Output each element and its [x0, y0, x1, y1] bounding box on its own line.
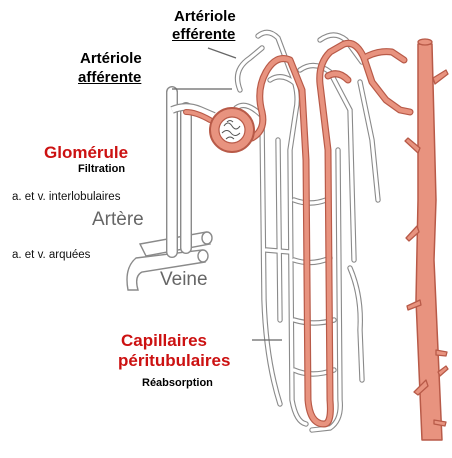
- arcuate-label: a. et v. arquées: [12, 249, 91, 261]
- glomerule-label: Glomérule: [44, 143, 129, 162]
- capillaires-label-line1: Capillaires: [121, 331, 207, 350]
- reabsorption-label: Réabsorption: [142, 377, 213, 389]
- capillaires-label-line2: péritubulaires: [118, 351, 231, 370]
- efferent-label-line1: Artériole: [174, 8, 236, 25]
- afferent-label-line1: Artériole: [80, 50, 142, 67]
- veine-label: Veine: [160, 269, 208, 290]
- afferent-arteriole: [183, 109, 213, 123]
- leader-lines: [172, 47, 282, 341]
- afferent-label-line2: afférente: [78, 69, 142, 86]
- efferent-arteriole-vasa-recta: [248, 39, 414, 428]
- filtration-label: Filtration: [78, 163, 126, 175]
- interlobular-label: a. et v. interlobulaires: [12, 191, 121, 203]
- straight-vessel: [404, 38, 449, 441]
- efferent-label-line2: efférente: [172, 26, 236, 43]
- interlobular-vessels: [166, 86, 216, 258]
- glomerulus: [209, 107, 255, 153]
- artere-label: Artère: [92, 209, 144, 230]
